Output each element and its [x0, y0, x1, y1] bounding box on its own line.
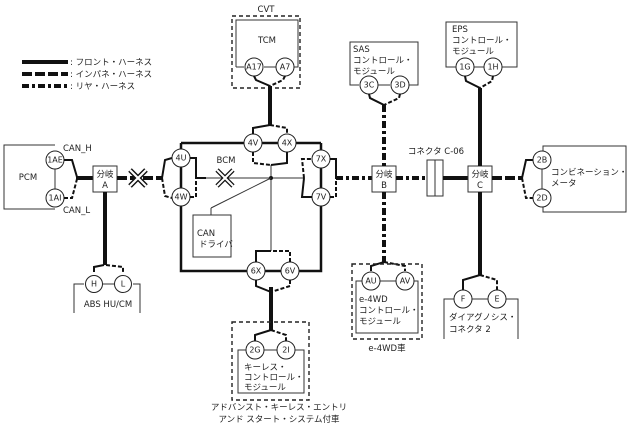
svg-text:コントロール・: コントロール・: [452, 36, 512, 46]
svg-text:ドライバ: ドライバ: [199, 240, 233, 250]
svg-text:2I: 2I: [282, 346, 289, 355]
dlc-pin-e: [487, 289, 507, 309]
svg-text:2D: 2D: [536, 194, 547, 203]
abs-module: H L ABS HU/CM: [73, 275, 141, 313]
legend-instrument-panel-label: : インパネ・ハーネス: [70, 70, 152, 80]
legend-front-label: : フロント・ハーネス: [70, 58, 152, 68]
can-h-label: CAN_H: [63, 144, 92, 154]
connector-c06-label: コネクタ C-06: [408, 147, 464, 157]
junction-a: 分岐 A: [92, 165, 118, 193]
can-l-label: CAN_L: [63, 206, 90, 216]
svg-text:メータ: メータ: [551, 179, 577, 189]
svg-text:コントロール・: コントロール・: [244, 373, 304, 383]
svg-text:4X: 4X: [282, 139, 293, 148]
svg-text:EPS: EPS: [452, 25, 468, 35]
can-driver-box: [192, 214, 232, 258]
svg-text:SAS: SAS: [353, 45, 370, 55]
junction-c: 分岐 C: [467, 165, 493, 193]
svg-text:B: B: [381, 181, 387, 191]
combination-meter-module: 2B 2D コンビネーション・ メータ: [532, 145, 627, 213]
cvt-label: CVT: [258, 5, 276, 15]
junction-b: 分岐 B: [371, 165, 397, 193]
svg-text:AU: AU: [365, 277, 376, 286]
svg-text:H: H: [91, 280, 97, 289]
svg-text:6V: 6V: [285, 267, 296, 276]
pcm-label: PCM: [19, 173, 37, 183]
svg-text:ダイアグノシス・: ダイアグノシス・: [449, 312, 516, 323]
meter-pin-2b: [532, 150, 552, 170]
e4wd-pin-av: [395, 271, 415, 291]
bcm-label: BCM: [217, 156, 236, 166]
e4wd-note: e-4WD車: [368, 343, 406, 354]
svg-text:コントロール・: コントロール・: [353, 56, 413, 66]
svg-text:1H: 1H: [487, 63, 498, 72]
terminator-resistor-icon: [128, 168, 148, 188]
legend-rear-label: : リヤ・ハーネス: [70, 82, 135, 92]
svg-text:F: F: [461, 295, 466, 304]
svg-text:L: L: [121, 280, 126, 289]
keyless-pin-2g: [245, 340, 265, 360]
svg-text:C: C: [477, 181, 483, 191]
svg-text:コントロール・: コントロール・: [359, 306, 419, 316]
svg-text:3C: 3C: [364, 81, 375, 90]
sas-module: SAS コントロール・ モジュール 3C 3D: [349, 41, 419, 106]
e4wd-module: AU AV e-4WD コントロール・ モジュール: [351, 263, 423, 340]
svg-text:1AI: 1AI: [49, 194, 62, 203]
bcm-module: 4U 4W 4V 4X 7X 7V 6X 6V BCM: [171, 133, 331, 281]
abs-pin-h: [85, 275, 103, 293]
svg-text:A7: A7: [280, 63, 291, 72]
svg-text:A: A: [102, 181, 108, 191]
svg-text:分岐: 分岐: [96, 169, 114, 180]
svg-text:分岐: 分岐: [471, 169, 489, 180]
svg-text:キーレス・: キーレス・: [244, 363, 287, 373]
svg-text:2B: 2B: [537, 156, 548, 165]
abs-pin-l: [114, 275, 132, 293]
keyless-note-line1: アドバンスト・キーレス・エントリ: [211, 403, 347, 413]
keyless-pin-2i: [276, 340, 296, 360]
dlc-pin-f: [453, 289, 473, 309]
meter-pin-2d: [532, 188, 552, 208]
connector-c06: コネクタ C-06: [408, 147, 464, 197]
svg-text:分岐: 分岐: [375, 169, 393, 180]
svg-text:6X: 6X: [251, 267, 262, 276]
svg-text:3D: 3D: [394, 81, 405, 90]
e4wd-pin-au: [361, 271, 381, 291]
svg-text:4W: 4W: [175, 193, 188, 202]
svg-text:モジュール: モジュール: [353, 67, 395, 77]
keyless-note-line2: アンド スタート・システム付車: [218, 414, 340, 425]
svg-text:モジュール: モジュール: [452, 47, 494, 57]
svg-text:モジュール: モジュール: [359, 317, 401, 327]
svg-text:コンビネーション・: コンビネーション・: [551, 168, 627, 178]
diagnosis-connector-module: F E ダイアグノシス・ コネクタ 2: [443, 289, 519, 339]
svg-text:コネクタ 2: コネクタ 2: [449, 325, 491, 335]
svg-text:7V: 7V: [316, 193, 327, 202]
tcm-label: TCM: [257, 36, 276, 46]
svg-text:7X: 7X: [316, 155, 327, 164]
svg-text:A17: A17: [246, 63, 262, 72]
pcm-module: PCM 1AE 1AI CAN_H CAN_L: [3, 144, 92, 216]
svg-text:モジュール: モジュール: [244, 383, 286, 393]
svg-text:e-4WD: e-4WD: [359, 295, 388, 305]
svg-text:4V: 4V: [248, 139, 259, 148]
svg-text:1AE: 1AE: [47, 156, 63, 165]
bcm-terminator-icon: [215, 168, 235, 188]
svg-text:4U: 4U: [176, 154, 187, 163]
svg-text:E: E: [494, 295, 499, 304]
legend: : フロント・ハーネス : インパネ・ハーネス : リヤ・ハーネス: [22, 58, 152, 92]
keyless-module: 2G 2I キーレス・ コントロール・ モジュール: [231, 321, 310, 401]
abs-label: ABS HU/CM: [84, 300, 132, 310]
tcm-module: CVT TCM A17 A7: [231, 5, 301, 89]
svg-text:CAN: CAN: [197, 229, 215, 239]
svg-text:1G: 1G: [459, 63, 470, 72]
svg-text:AV: AV: [400, 277, 411, 286]
svg-text:2G: 2G: [249, 346, 260, 355]
eps-module: EPS コントロール・ モジュール 1G 1H: [445, 21, 518, 89]
